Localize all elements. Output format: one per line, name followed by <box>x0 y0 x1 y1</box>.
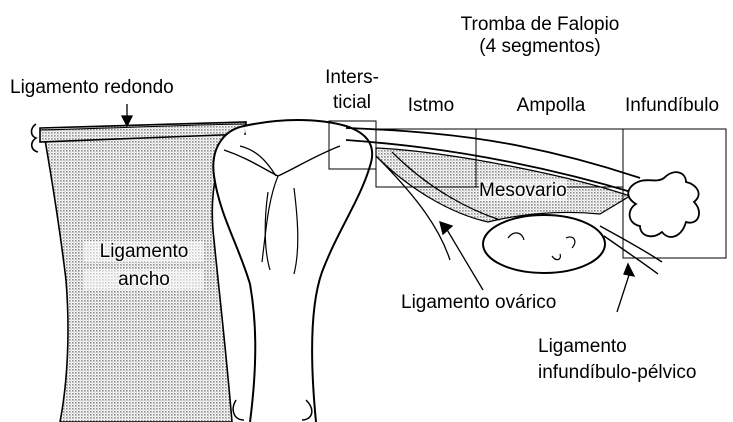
ovary <box>483 215 605 273</box>
broad-ligament-label-line1: Ligamento <box>84 241 204 262</box>
interstitial-label-line1: Inters- <box>312 67 392 88</box>
infundibulo-pelvic-label-line1: Ligamento <box>538 336 627 357</box>
infundibulum-label: Infundíbulo <box>614 95 730 116</box>
tube-subtitle: (4 segmentos) <box>456 36 624 57</box>
mesovarium-label: Mesovario <box>479 180 567 201</box>
tube-title: Tromba de Falopio <box>448 14 632 35</box>
uterus-outline <box>213 120 372 422</box>
infundibulo-pelvic-label-line2: infundíbulo-pélvico <box>538 362 696 383</box>
round-ligament-label: Ligamento redondo <box>10 77 174 98</box>
fimbriae <box>628 172 699 237</box>
isthmus-label: Istmo <box>396 95 466 116</box>
broad-ligament-label-line2: ancho <box>84 269 204 290</box>
interstitial-label-line2: ticial <box>312 92 392 113</box>
ampulla-label: Ampolla <box>496 95 606 116</box>
ovarian-ligament-label: Ligamento ovárico <box>401 292 556 313</box>
